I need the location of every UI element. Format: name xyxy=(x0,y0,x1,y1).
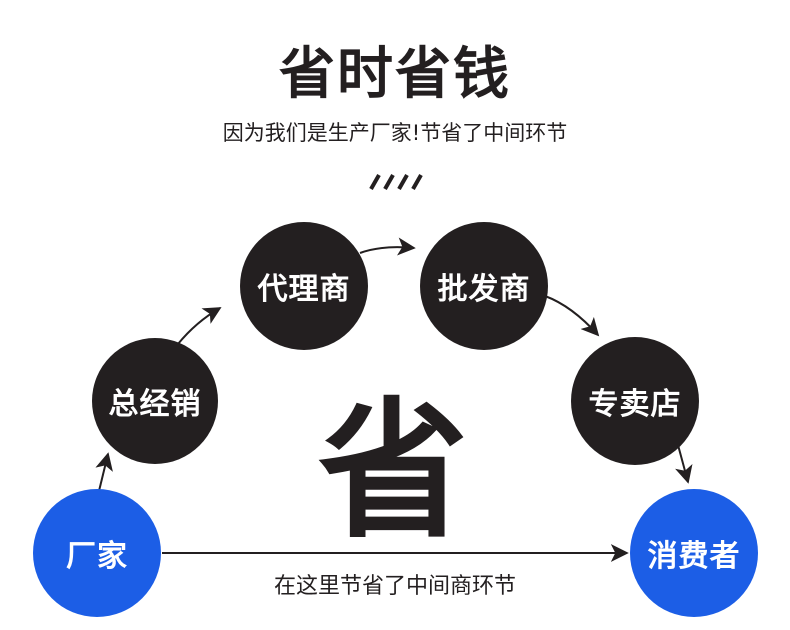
decorative-slashes xyxy=(369,174,423,190)
arrow-store-to-consumer xyxy=(675,444,693,484)
page-title: 省时省钱 xyxy=(279,42,511,107)
center-character: 省 xyxy=(318,385,469,559)
arrow-distributor-to-agent xyxy=(177,307,222,345)
node-manufacturer: 厂家 xyxy=(33,489,161,617)
arrow-wholesaler-to-store xyxy=(544,295,600,337)
node-specialty-store: 专卖店 xyxy=(571,337,699,465)
node-wholesaler: 批发商 xyxy=(420,222,548,350)
bottom-caption: 在这里节省了中间商环节 xyxy=(273,574,516,599)
page-subtitle: 因为我们是生产厂家!节省了中间环节 xyxy=(222,121,568,145)
arrow-agent-to-wholesaler xyxy=(359,237,416,256)
arrow-manufacturer-to-distributor xyxy=(95,452,113,492)
node-consumer: 消费者 xyxy=(630,489,758,617)
node-general-distributor: 总经销 xyxy=(92,338,218,464)
node-agent: 代理商 xyxy=(240,222,368,350)
